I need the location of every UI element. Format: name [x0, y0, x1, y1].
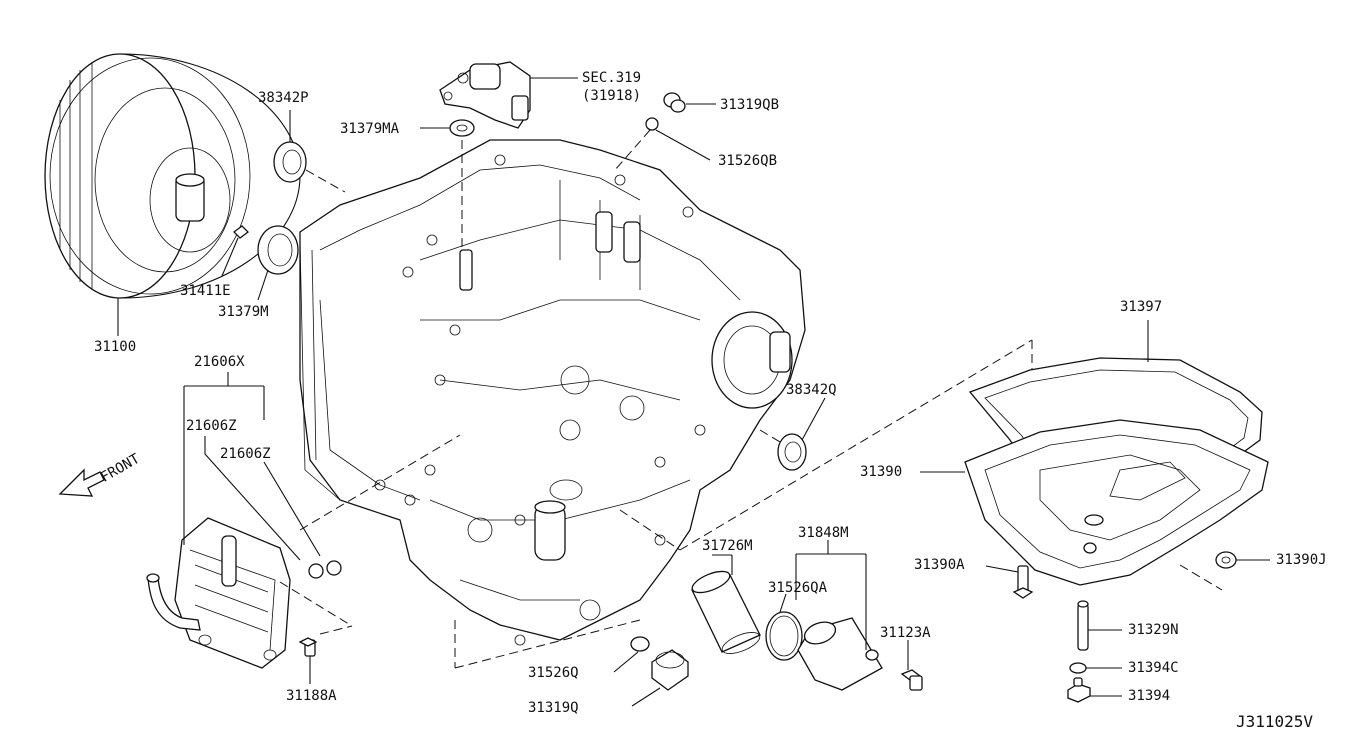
label-31726m: 31726M: [702, 538, 753, 554]
torque-converter: [44, 53, 301, 299]
filter-dash: [619, 509, 681, 551]
bolt-31390a: [985, 565, 1034, 599]
label-31390: 31390: [860, 464, 903, 480]
plug-31319qb: [663, 92, 716, 113]
label-31319q: 31319Q: [528, 700, 579, 716]
o-ring-21606z-a: [308, 563, 324, 579]
label-38342p: 38342P: [258, 90, 309, 106]
case-dash-2: [454, 619, 641, 669]
pan-dash-j: [1179, 564, 1223, 591]
label-31100: 31100: [94, 339, 137, 355]
diagram-id: J311025V: [1236, 712, 1314, 731]
key-31411e: [221, 225, 249, 277]
o-ring-21606z-b: [326, 560, 342, 576]
label-21606z-b: 21606Z: [220, 446, 271, 462]
label-31188a: 31188A: [286, 688, 337, 704]
leader-31848m: [795, 540, 867, 650]
label-31379ma: 31379MA: [340, 121, 400, 137]
label-31397: 31397: [1120, 299, 1163, 315]
label-31319qb: 31319QB: [720, 97, 780, 113]
sensor-sec319: [439, 61, 578, 129]
label-31848m: 31848M: [798, 525, 849, 541]
label-21606z-a: 21606Z: [186, 418, 237, 434]
label-31390a: 31390A: [914, 557, 965, 573]
filter-cap-31848m: [797, 617, 883, 691]
bolt-31188a: [279, 581, 353, 684]
label-31526qb: 31526QB: [718, 153, 778, 169]
leader-21606z-b: [263, 461, 321, 557]
oil-cooler: [146, 517, 291, 669]
tube-31329n: [1077, 600, 1122, 651]
front-arrow-icon: [58, 468, 105, 497]
transmission-case: [299, 139, 806, 646]
label-31390j: 31390J: [1276, 552, 1327, 568]
seal-31379ma: [420, 119, 475, 137]
label-31394: 31394: [1128, 688, 1171, 704]
label-31379m: 31379M: [218, 304, 269, 320]
label-31526q: 31526Q: [528, 665, 579, 681]
seal-38342p: [273, 110, 346, 193]
leader-cooler-dash: [299, 434, 461, 531]
plug-31319q: [631, 649, 689, 707]
bolt-31123a: [900, 640, 923, 691]
oil-pan: [920, 419, 1269, 586]
label-sec319-ref: (31918): [582, 88, 642, 104]
label-31394c: 31394C: [1128, 660, 1179, 676]
label-21606x: 21606X: [194, 354, 245, 370]
oil-filter: [691, 554, 761, 654]
label-31123a: 31123A: [880, 625, 931, 641]
label-sec319: SEC.319: [582, 70, 642, 86]
leader-21606z-a: [204, 436, 301, 561]
o-ring-31526qa: [765, 611, 803, 661]
pan-dash-top: [679, 339, 1033, 551]
leader-21606x: [183, 372, 265, 545]
washer-31390j: [1215, 551, 1237, 569]
label-31329n: 31329N: [1128, 622, 1179, 638]
washer-31526qb: [614, 117, 711, 171]
washer-31394c: [1069, 662, 1087, 674]
seal-38342q: [759, 397, 826, 471]
label-31411e: 31411E: [180, 283, 231, 299]
label-38342q: 38342Q: [786, 382, 837, 398]
washer-31526q: [630, 636, 650, 652]
drain-plug-31394: [1067, 677, 1122, 703]
seal-31379m: [257, 225, 299, 301]
label-31526qa: 31526QA: [768, 580, 828, 596]
